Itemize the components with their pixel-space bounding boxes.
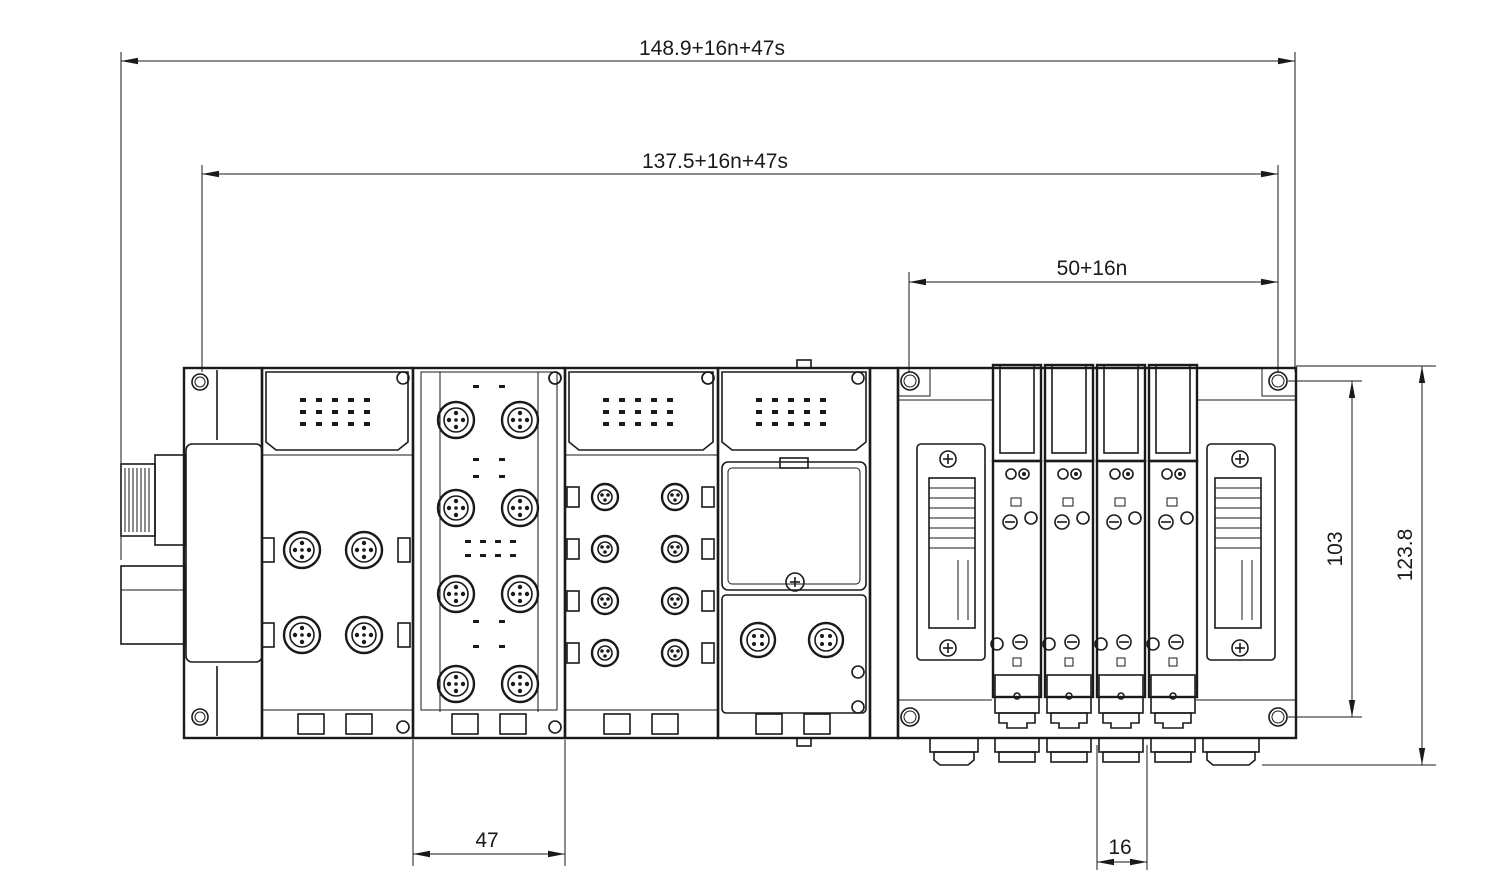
m8-port-icon — [590, 586, 620, 616]
m8-port-icon — [660, 534, 690, 564]
dimension-valve-section-length: 50+16n — [908, 257, 1278, 372]
overall-height-label: 123.8 — [1394, 529, 1417, 582]
dimension-mounting-height: 103 — [1288, 380, 1362, 718]
m12-port-icon — [436, 664, 476, 704]
fieldbus-end-plate — [182, 366, 264, 740]
m12-port-icon — [500, 574, 540, 614]
dimension-overall-length: 148.9+16n+47s — [120, 37, 1296, 560]
screw-icon — [785, 572, 805, 592]
m8-port-icon — [660, 482, 690, 512]
status-led-grid — [300, 398, 370, 426]
mounting-length-label: 137.5+16n+47s — [642, 150, 788, 173]
m8-port-icon — [590, 482, 620, 512]
m12-port-icon — [500, 400, 540, 440]
screw-icon — [939, 639, 957, 657]
solenoid-valve — [1146, 363, 1199, 763]
io-module-2 — [396, 366, 567, 740]
power-port-icon — [807, 621, 845, 659]
solenoid-valve — [990, 363, 1043, 763]
valve-end-plate-left — [916, 443, 986, 661]
valve-manifold-base — [868, 366, 1298, 740]
m12-port-icon — [500, 664, 540, 704]
dimension-io-module-width: 47 — [412, 740, 566, 866]
m12-port-icon — [344, 530, 384, 570]
solenoid-valve — [1094, 363, 1147, 763]
io-module-4 — [701, 359, 872, 747]
overall-length-label: 148.9+16n+47s — [639, 37, 785, 60]
status-led-grid — [756, 398, 826, 426]
solenoid-valve — [1042, 363, 1095, 763]
m12-port-icon — [436, 488, 476, 528]
io-module-width-label: 47 — [475, 829, 498, 852]
mounting-height-label: 103 — [1324, 531, 1347, 566]
screw-icon — [1231, 639, 1249, 657]
valve-pitch-label: 16 — [1108, 836, 1131, 859]
dimension-mounting-length: 137.5+16n+47s — [201, 150, 1279, 372]
io-module-3 — [548, 366, 720, 740]
m8-port-icon — [660, 638, 690, 668]
m8-port-icon — [590, 534, 620, 564]
pneumatic-fitting — [929, 737, 979, 766]
m8-port-icon — [660, 586, 690, 616]
m8-port-icon — [590, 638, 620, 668]
status-led-grid — [603, 398, 673, 426]
m12-port-icon — [282, 615, 322, 655]
power-port-icon — [739, 621, 777, 659]
m12-port-icon — [436, 400, 476, 440]
dimension-valve-pitch: 16 — [1096, 745, 1148, 870]
dimension-overall-height: 123.8 — [1262, 365, 1436, 766]
io-module-1 — [260, 366, 415, 740]
screw-icon — [1231, 450, 1249, 468]
m12-port-icon — [436, 574, 476, 614]
m12-port-icon — [500, 488, 540, 528]
m12-port-icon — [344, 615, 384, 655]
fieldbus-connector-icon — [120, 454, 186, 645]
m12-port-icon — [282, 530, 322, 570]
screw-icon — [939, 450, 957, 468]
valve-section-length-label: 50+16n — [1057, 257, 1128, 280]
pneumatic-fitting — [1202, 737, 1260, 766]
valve-end-plate-right — [1206, 443, 1276, 661]
